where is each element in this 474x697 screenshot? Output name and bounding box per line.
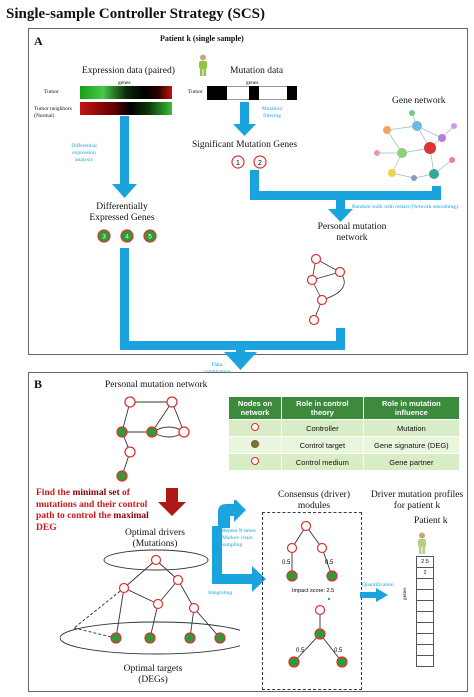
find-text-5: DEG — [36, 522, 57, 533]
gene-network-title: Gene network — [392, 96, 446, 106]
find-arrow — [158, 488, 186, 516]
mutation-bar — [207, 86, 297, 100]
profile-column: 2.5 2 — [416, 556, 434, 667]
gene-network-graph — [374, 110, 457, 181]
deg-nodes: 3 4 5 — [97, 229, 157, 243]
profile-cell: 2.5 — [417, 557, 433, 568]
normal-expression-bar — [80, 102, 172, 115]
smg-node-2: 2 — [258, 160, 262, 167]
legend-mutation-role-2: Gene signature (DEG) — [362, 436, 461, 454]
optimal-drivers-label: Optimal drivers (Mutations) — [125, 528, 185, 549]
edge-weight-4: 0.5 — [334, 648, 343, 654]
optimal-targets-label: Optimal targets (DEGs) — [123, 664, 183, 685]
expression-genes-label: genes — [118, 80, 131, 86]
quantification-arrow — [360, 588, 388, 602]
driver-profiles-title: Driver mutation profiles for patient k — [370, 490, 464, 511]
patient-label: Patient k (single sample) — [160, 34, 244, 43]
consensus-modules: 0.5 0.5 Impact score: 2.5 0.5 0.5 — [282, 520, 348, 668]
legend-control-role-3: Control medium — [281, 453, 364, 471]
legend-header-control: Role in control theory — [281, 396, 364, 420]
legend-table: Nodes on network Role in control theory … — [228, 396, 461, 471]
mutation-title: Mutation data — [230, 66, 284, 76]
legend-node-target — [228, 436, 282, 454]
patient-k-label: Patient k — [414, 516, 448, 526]
deg-title: Differentially Expressed Genes — [89, 202, 155, 223]
profile-cell — [417, 656, 433, 666]
find-text-1: Find the — [36, 488, 73, 498]
panel-a-label: A — [34, 34, 43, 48]
personal-network-title-a: Personal mutation network — [317, 222, 387, 243]
smg-node-1: 1 — [236, 160, 240, 167]
genes-axis-label: genes — [402, 587, 408, 600]
figure-title: Single-sample Controller Strategy (SCS) — [6, 6, 266, 22]
legend-node-medium — [228, 453, 282, 471]
integrating-label: Integrating — [208, 590, 233, 596]
legend-header-mutation: Role in mutation influence — [362, 396, 461, 420]
differential-expression-label: Differential expression analysis — [71, 143, 97, 163]
find-text-2: minimal set — [72, 488, 120, 498]
personal-network-b — [116, 396, 190, 482]
tumor-neighbors-label: Tumor neighbors (Normal) — [34, 106, 72, 119]
legend-mutation-role-3: Gene partner — [362, 453, 461, 471]
legend-control-role-2: Control target — [281, 436, 364, 454]
find-text-4: maximal — [113, 511, 149, 521]
tumor-expression-bar — [80, 86, 172, 99]
consensus-title: Consensus (driver) modules — [277, 490, 351, 511]
profile-cell — [417, 612, 433, 623]
edge-weight-2: 0.5 — [325, 560, 334, 566]
mutation-genes-label: genes — [246, 80, 259, 86]
personal-network-a — [306, 253, 346, 326]
smg-nodes: 1 2 — [231, 155, 267, 169]
quantification-label: Quantification — [362, 582, 394, 588]
legend-node-controller — [228, 419, 282, 437]
personal-network-title-b: Personal mutation network — [105, 380, 208, 390]
random-walk-label: Random walk with restart (Network smooth… — [352, 204, 458, 210]
mutation-tumor-label: Tumor — [188, 89, 203, 95]
expression-title: Expression data (paired) — [82, 66, 175, 76]
find-text-3: of mutations and their control path to c… — [36, 488, 148, 521]
impact-score: Impact score: 2.5 — [292, 588, 334, 594]
panel-b-label: B — [34, 377, 43, 391]
optimal-graph — [60, 549, 240, 655]
deg-node-3: 3 — [102, 234, 106, 241]
repeat-label: Repeat N times Markov chain sampling — [222, 528, 256, 548]
find-minimal-text: Find the minimal set of mutations and th… — [36, 488, 160, 534]
deg-node-5: 5 — [148, 234, 152, 241]
legend-control-role-1: Controller — [281, 419, 364, 437]
patient-k-icon — [418, 532, 426, 554]
profile-cell: 2 — [417, 568, 433, 579]
panel-a-arrows — [112, 102, 441, 370]
profile-cell — [417, 645, 433, 656]
significant-mutation-genes-title: Significant Mutation Genes — [192, 140, 298, 150]
profile-cell — [417, 579, 433, 590]
profile-cell — [417, 634, 433, 645]
panel-b-arrows — [212, 500, 330, 600]
profile-cell — [417, 590, 433, 601]
edge-weight-3: 0.5 — [296, 648, 305, 654]
patient-icon — [199, 54, 207, 76]
profile-cell — [417, 601, 433, 612]
profile-cell — [417, 623, 433, 634]
consensus-box — [262, 512, 362, 690]
tumor-row-label: Tumor — [44, 89, 59, 95]
legend-header-nodes: Nodes on network — [228, 396, 282, 420]
mutation-filtering-label: Mutation filtering — [261, 106, 283, 119]
deg-node-4: 4 — [125, 234, 129, 241]
edge-weight-1: 0.5 — [282, 560, 291, 566]
legend-mutation-role-1: Mutation — [362, 419, 461, 437]
